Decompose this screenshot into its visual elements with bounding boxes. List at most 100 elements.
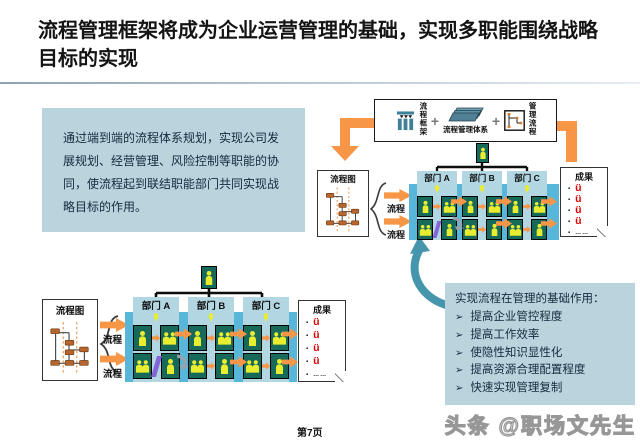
department-grid-top: 部门 A 部门 B xyxy=(409,170,559,240)
flowchart-graphic xyxy=(325,186,360,234)
arrow-right-icon xyxy=(478,203,486,210)
process-arrow-label: 流程 xyxy=(103,369,123,380)
process-framework-icon xyxy=(396,110,415,130)
arrow-right-icon xyxy=(262,362,270,370)
framework-label: 流程框架 xyxy=(418,101,428,136)
two-person-icon xyxy=(464,224,476,236)
arrow-right-icon xyxy=(152,334,160,342)
bullet: ▪ xyxy=(306,319,309,326)
benefit-item: ➢ 提高企业管控程度 xyxy=(455,309,625,327)
dept-column-c: 部门 C xyxy=(507,171,547,240)
benefit-text: 快速实现管理复制 xyxy=(470,382,563,395)
person-cell xyxy=(243,353,262,379)
person-cell xyxy=(160,325,179,351)
intro-text: 通过端到端的流程体系规划，实现公司发展规划、经营管理、风险控制等职能的协同，使流… xyxy=(63,130,280,215)
ellipsis: …… xyxy=(313,371,328,378)
check-mark: ü xyxy=(313,329,320,342)
management-process-icon xyxy=(504,110,526,131)
benefit-text: 提高工作效率 xyxy=(470,328,540,341)
bullet: ▪ xyxy=(568,229,571,236)
result-item: ▪ü xyxy=(561,183,607,194)
benefit-text: 提高资源合理配置程度 xyxy=(470,364,586,377)
department-grid-bottom: 部门 A 部门 B xyxy=(125,296,298,382)
person-icon xyxy=(194,331,201,346)
arrow-bullet: ➢ xyxy=(455,312,464,323)
slide-title: 流程管理框架将成为企业运营管理的基础，实现多职能围绕战略目标的实现 xyxy=(38,20,598,70)
bullet: ▪ xyxy=(306,345,309,352)
arrow-right-icon xyxy=(282,356,298,368)
two-person-icon xyxy=(217,332,232,345)
plus-icon: + xyxy=(492,112,501,129)
person-cell xyxy=(270,325,289,351)
process-arrow-label: 流程 xyxy=(387,230,406,240)
benefit-item: ➢快速实现管理复制 xyxy=(455,380,625,398)
benefit-item: ➢提高资源合理配置程度 xyxy=(455,362,625,380)
arrow-right-icon xyxy=(496,218,512,229)
pin-icon xyxy=(153,313,159,322)
dept-label: 部门 B xyxy=(469,173,495,183)
person-cell xyxy=(133,325,152,351)
plus-icon: + xyxy=(430,112,439,129)
arrow-right-icon xyxy=(433,203,441,210)
gray-curved-arrow-icon xyxy=(451,216,465,232)
dept-label: 部门 A xyxy=(141,301,171,312)
system-label: 流程管理体系 xyxy=(443,125,488,134)
person-icon xyxy=(512,200,518,213)
arrow-right-icon xyxy=(478,226,486,233)
two-person-icon xyxy=(509,224,521,236)
person-cell xyxy=(160,353,180,379)
process-system-icon xyxy=(447,107,484,122)
person-icon xyxy=(467,200,473,213)
person-cell xyxy=(132,353,152,379)
dept-label: 部门 A xyxy=(424,173,450,183)
leader-person-box xyxy=(201,266,217,289)
orange-elbow-arrow-right xyxy=(556,121,577,162)
person-cell xyxy=(188,325,207,351)
formula-box: 流程框架 + 流程管理体系 + 管理流程 xyxy=(374,99,557,142)
watermark: 头条 @职场文先生 xyxy=(444,414,636,438)
process-arrow-label: 流程 xyxy=(387,204,406,214)
person-cell xyxy=(417,196,433,217)
benefit-item: ➢提高工作效率 xyxy=(455,327,625,345)
process-arrow-group: 流程 xyxy=(100,352,129,380)
person-cell xyxy=(507,219,523,240)
check-mark: ü xyxy=(313,355,320,368)
management-label: 管理流程 xyxy=(528,101,538,136)
bullet: ▪ xyxy=(568,196,571,203)
person-cell xyxy=(417,219,433,240)
bullet: ▪ xyxy=(568,185,571,192)
person-icon xyxy=(139,331,146,346)
flowchart-title: 流程图 xyxy=(330,174,356,184)
arrow-right-icon xyxy=(230,356,247,368)
arrow-right-icon xyxy=(175,328,192,340)
dept-column-a: 部门 A xyxy=(417,171,457,240)
two-person-icon xyxy=(190,360,205,373)
two-person-icon xyxy=(419,224,431,236)
page-number: 第7页 xyxy=(297,428,323,439)
arrow-bullet: ➢ xyxy=(455,347,464,359)
pin-icon xyxy=(434,185,440,193)
process-arrow-group: 流程 xyxy=(384,189,412,215)
process-system-group: 流程管理体系 xyxy=(443,106,488,135)
check-mark: ü xyxy=(575,215,582,228)
two-person-icon xyxy=(245,360,260,373)
bullet: ▪ xyxy=(306,358,309,365)
process-arrow-label: 流程 xyxy=(103,335,123,346)
person-cell xyxy=(462,196,478,217)
pin-icon xyxy=(479,185,485,193)
result-item: ▪ …… xyxy=(561,227,607,238)
arrow-right-icon xyxy=(541,196,557,207)
dept-label: 部门 B xyxy=(196,301,226,312)
person-cell xyxy=(462,219,478,240)
result-item: ▪ü xyxy=(561,216,607,227)
person-cell xyxy=(215,325,234,351)
arrow-right-icon xyxy=(451,196,467,207)
arrow-right-icon xyxy=(230,328,247,340)
person-cell xyxy=(486,196,502,217)
check-mark: ü xyxy=(313,342,320,355)
ellipsis: …… xyxy=(575,229,590,236)
benefit-text: 提高企业管控程度 xyxy=(470,311,563,323)
results-title: 成果 xyxy=(312,305,331,315)
bullet: ▪ xyxy=(568,207,571,214)
